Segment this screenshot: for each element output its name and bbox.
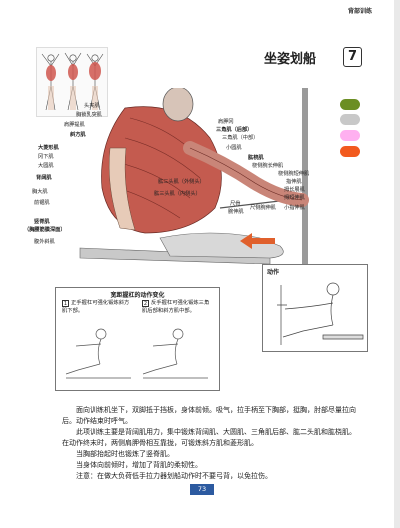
label-teres-major: 大圆肌 xyxy=(38,163,54,169)
legend-swatch-orange xyxy=(340,146,360,157)
body-paragraph-3: 当胸部抬起时也锻炼了竖脊肌。 xyxy=(76,450,174,458)
legs xyxy=(159,232,284,259)
label-serratus-anterior: 前锯肌 xyxy=(34,200,50,206)
label-extensor-digitorum: 指伸肌 xyxy=(286,179,302,185)
label-levator-scapulae: 肩胛提肌 xyxy=(64,122,85,128)
label-ecu: 腕伸肌 xyxy=(228,209,244,215)
side-rule xyxy=(394,0,400,528)
label-triceps-lateral: 肱三头肌（外侧头） xyxy=(158,179,205,185)
page-number: 73 xyxy=(190,484,214,495)
erector-spinae xyxy=(108,147,136,231)
label-brachioradialis: 肱桡肌 xyxy=(248,155,264,161)
label-acromion: 肩胛冈 xyxy=(218,119,234,125)
body-paragraph-2: 此项训练主要是背阔肌用力，集中锻炼背阔肌、大圆肌、三角肌后部、肱二头肌和肱桡肌。… xyxy=(62,428,356,447)
variation-num-1: 1 xyxy=(62,300,69,307)
label-epb: 拇短伸肌 xyxy=(284,195,305,201)
label-erector-spinae: 竖脊肌 xyxy=(34,219,50,225)
label-rhomboid-major: 大菱形肌 xyxy=(38,145,59,151)
label-latissimus: 背阔肌 xyxy=(36,175,52,181)
seated-row-anatomy xyxy=(79,86,309,273)
label-external-oblique: 腹外斜肌 xyxy=(34,239,55,245)
label-erector-note: （胸腰筋膜深面） xyxy=(24,227,66,233)
machine-post xyxy=(302,88,308,273)
reference-figures xyxy=(36,47,108,117)
body-text: 面向训练机坐下，双脚抵于挡板，身体前倾。吸气，拉手柄至下胸部，挺胸，肘部尽量拉向… xyxy=(62,405,362,482)
body-note: 注意：在做大负荷低手拉力器划船动作时不要弓背，以免拉伤。 xyxy=(76,472,272,480)
label-scm: 胸锁乳突肌 xyxy=(76,112,102,118)
legend-swatch-pink xyxy=(340,130,360,141)
label-triceps-medial: 肱三头肌（内侧头） xyxy=(154,191,201,197)
body-paragraph-1: 面向训练机坐下，双脚抵于挡板，身体前倾。吸气，拉手柄至下胸部，挺胸，肘部尽量拉向… xyxy=(62,406,356,425)
running-head: 背部训练 xyxy=(347,8,372,15)
label-anconeus: 小指伸肌 xyxy=(284,205,305,211)
variation-illustration xyxy=(65,328,208,379)
head xyxy=(162,86,194,122)
action-illustration xyxy=(277,282,364,345)
action-inset: 动作 xyxy=(262,264,368,352)
legend-swatch-gray xyxy=(340,114,360,125)
label-trapezius: 斜方肌 xyxy=(70,132,86,138)
label-ecrl: 桡侧腕长伸肌 xyxy=(252,163,284,169)
label-ulna: 尺骨 xyxy=(230,201,241,207)
label-infraspinatus: 冈下肌 xyxy=(38,154,54,160)
back-muscles xyxy=(101,106,222,234)
variation-title: 宽距握杠的动作变化 xyxy=(110,292,165,299)
label-ecrb: 桡侧腕短伸肌 xyxy=(278,171,310,177)
label-pectoralis-major: 胸大肌 xyxy=(32,189,48,195)
variation-num-2: 2 xyxy=(142,300,149,307)
legend-swatch-green xyxy=(340,99,360,110)
reference-figures-illustration xyxy=(41,52,104,111)
label-teres-minor: 小圆肌 xyxy=(226,145,242,151)
variation-text-2: 反手握杠可强化锻炼三角肌后部和斜方肌中部。 xyxy=(142,300,210,314)
variation-text-1: 正手握杠可强化锻炼斜方肌下部。 xyxy=(62,300,130,314)
label-ulnar-extensor: 尺侧腕伸肌 xyxy=(250,205,276,211)
label-epl: 拇长展肌 xyxy=(284,187,305,193)
page-title: 坐姿划船 xyxy=(264,52,317,67)
body-paragraph-4: 当身体向前倾时，增加了背肌的柔韧性。 xyxy=(76,461,202,469)
action-label: 动作 xyxy=(267,269,280,276)
motion-arrow xyxy=(240,233,275,249)
label-deltoid-middle: 三角肌（中部） xyxy=(222,135,259,141)
anatomy-illustration: 头夹肌 胸锁乳突肌 肩胛提肌 斜方肌 大菱形肌 冈下肌 大圆肌 背阔肌 胸大肌 … xyxy=(24,86,325,273)
label-head-splenius: 头夹肌 xyxy=(84,103,100,109)
label-deltoid-posterior: 三角肌（后部） xyxy=(216,127,253,133)
chapter-number: 7 xyxy=(343,47,362,67)
